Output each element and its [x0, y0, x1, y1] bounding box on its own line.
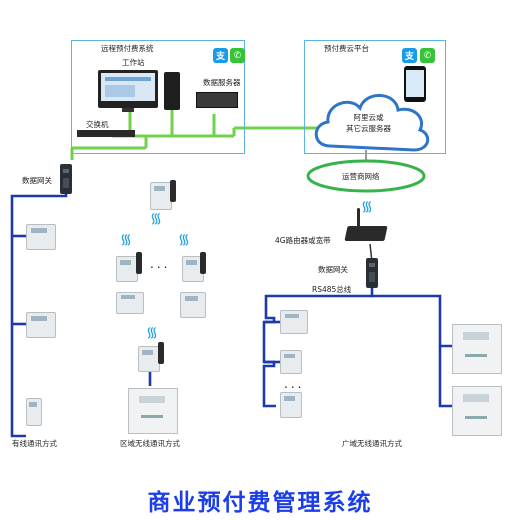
cloud-server-label: 阿里云或 其它云服务器	[346, 113, 391, 133]
wifi-icon: ᯾	[361, 199, 373, 215]
distribution-cabinet	[128, 388, 178, 434]
page-title: 商业预付费管理系统	[147, 489, 373, 516]
wireless-meter	[116, 256, 138, 282]
wired-bus	[10, 192, 68, 438]
wired-meter	[26, 312, 56, 338]
wired-mode-label: 有线通讯方式	[12, 439, 57, 448]
rs485-cabinet	[452, 324, 502, 374]
workstation-tower	[164, 72, 180, 110]
switch-label: 交换机	[86, 120, 109, 129]
rs485-label: RS485总线	[312, 285, 352, 294]
rs485-cabinet	[452, 386, 502, 436]
wechat-icon: ✆	[420, 48, 435, 63]
router-antenna	[357, 208, 360, 228]
rs485-bus	[262, 286, 452, 408]
carrier-network-ellipse	[306, 159, 426, 193]
wireless-module	[150, 182, 172, 210]
data-server-label: 数据服务器	[203, 78, 241, 87]
alipay-icon: 支	[402, 48, 417, 63]
router-device	[344, 226, 388, 241]
wireless-meter	[138, 346, 160, 372]
switch-device	[77, 130, 135, 137]
carrier-network-label: 运营商网络	[342, 172, 380, 181]
phone-device	[404, 66, 426, 102]
wireless-antenna	[200, 252, 206, 274]
cloud-shape	[314, 94, 430, 152]
wireless-antenna	[158, 342, 164, 364]
ellipsis-wide-area: ...	[284, 377, 305, 391]
cloud-platform-box	[304, 40, 446, 154]
wired-meter	[26, 224, 56, 250]
wifi-icon: ᯾	[146, 325, 158, 341]
monitor-stand	[122, 108, 134, 112]
wechat-icon: ✆	[230, 48, 245, 63]
workstation-monitor	[98, 70, 158, 108]
wired-meter	[26, 398, 42, 426]
data-server-rack	[196, 92, 238, 108]
rs485-meter	[280, 310, 308, 334]
wireless-antenna	[170, 180, 176, 202]
data-gateway-right	[366, 258, 378, 288]
workstation-label: 工作站	[122, 58, 145, 67]
wifi-icon: ᯾	[120, 232, 132, 248]
alipay-icon: 支	[213, 48, 228, 63]
regional-wireless-label: 区域无线通讯方式	[120, 439, 180, 448]
ellipsis-regional: ...	[150, 257, 171, 271]
wireless-meter	[116, 292, 144, 314]
wifi-icon: ᯾	[178, 232, 190, 248]
data-gateway-left	[60, 164, 72, 194]
wifi-icon: ᯾	[150, 211, 162, 227]
cloud-platform-label: 预付费云平台	[324, 44, 369, 53]
rs485-meter	[280, 350, 302, 374]
rs485-meter	[280, 392, 302, 418]
data-gateway-left-label: 数据网关	[22, 176, 52, 185]
data-gateway-right-label: 数据网关	[318, 265, 348, 274]
remote-system-box	[71, 40, 245, 154]
router-label: 4G路由器或宽带	[275, 236, 331, 245]
wireless-antenna	[136, 252, 142, 274]
wireless-meter	[180, 292, 206, 318]
remote-system-label: 远程预付费系统	[101, 44, 154, 53]
wide-area-wireless-label: 广域无线通讯方式	[342, 439, 402, 448]
